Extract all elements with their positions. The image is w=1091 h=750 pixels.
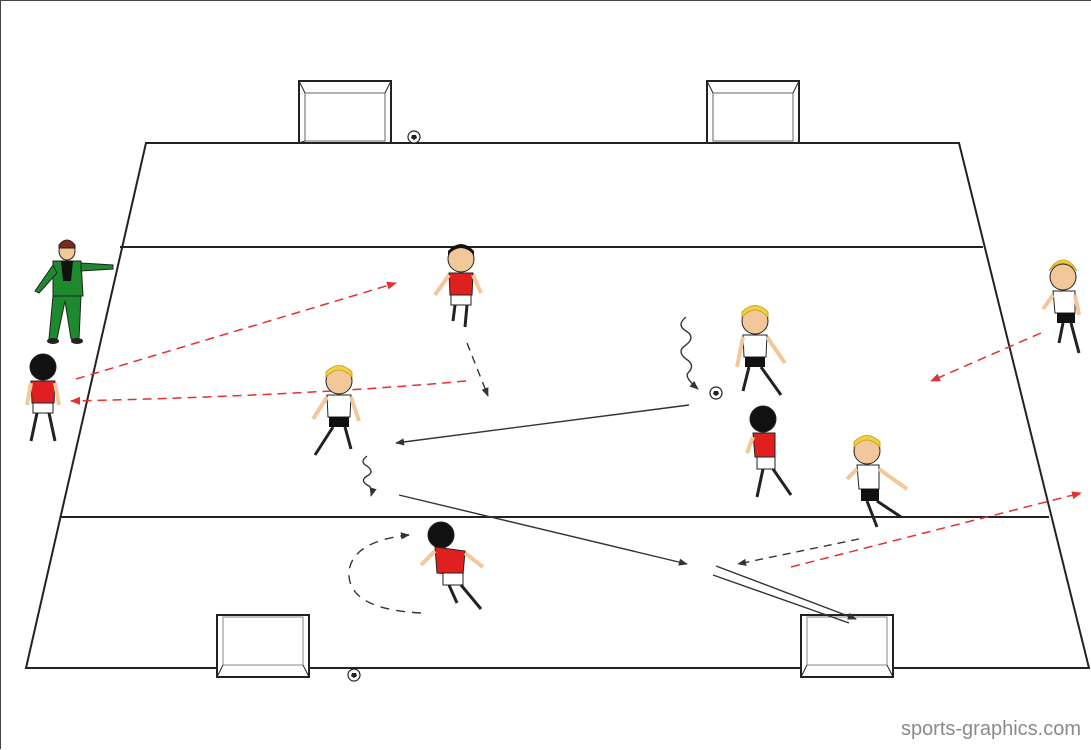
watermark-text: sports-graphics.com [901,718,1081,741]
pitch-outline [26,143,1089,668]
ball-icon [710,387,722,399]
pitch [26,143,1089,668]
goal-top-left [299,81,391,143]
goal-bottom-right [801,615,893,677]
goal-top-right [707,81,799,143]
ball-icon [408,131,420,143]
coach-figure [35,240,113,344]
player-red [27,354,59,441]
goal-bottom-left [217,615,309,677]
player-white [1043,260,1079,353]
ball-icon [348,669,360,681]
